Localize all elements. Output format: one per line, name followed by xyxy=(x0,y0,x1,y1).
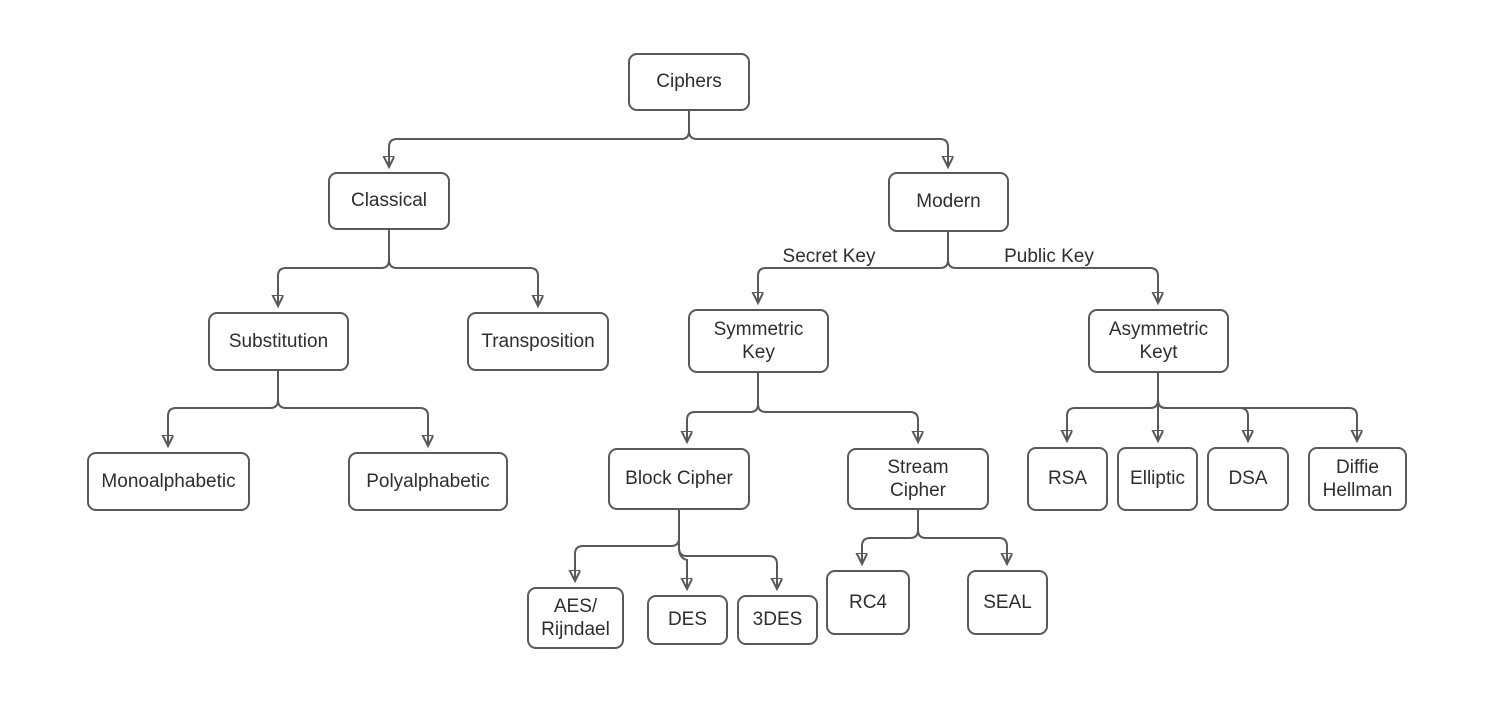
node-transposition: Transposition xyxy=(467,312,609,371)
edge-substitution-polyalphabetic xyxy=(277,371,428,445)
edge-symmetric-stream-cipher xyxy=(757,373,918,441)
edge-modern-asymmetric-keyt xyxy=(947,232,1158,302)
edge-block-3des xyxy=(678,510,777,588)
node-stream-cipher: Stream Cipher xyxy=(847,448,989,510)
edge-symmetric-block-cipher xyxy=(687,373,759,441)
node-monoalphabetic: Monoalphabetic xyxy=(87,452,250,511)
edge-asymmetric-rsa xyxy=(1067,373,1159,440)
node-elliptic: Elliptic xyxy=(1117,447,1198,511)
node-rsa: RSA xyxy=(1027,447,1108,511)
node-rc4: RC4 xyxy=(826,570,910,635)
node-symmetric-key: Symmetric Key xyxy=(688,309,829,373)
node-dsa: DSA xyxy=(1207,447,1289,511)
edge-stream-rc4 xyxy=(862,510,919,563)
node-polyalphabetic: Polyalphabetic xyxy=(348,452,508,511)
edge-stream-seal xyxy=(917,510,1007,563)
edge-substitution-monoalphabetic xyxy=(168,371,279,445)
node-des: DES xyxy=(647,595,728,645)
node-diffie-hellman: Diffie Hellman xyxy=(1308,447,1407,511)
edge-classical-transposition xyxy=(388,230,538,305)
edge-ciphers-modern xyxy=(688,111,948,166)
node-block-cipher: Block Cipher xyxy=(608,448,750,510)
edge-ciphers-classical xyxy=(389,111,690,166)
edge-block-aes-rijndael xyxy=(575,510,680,580)
edge-classical-substitution xyxy=(278,230,390,305)
node-modern: Modern xyxy=(888,172,1009,232)
edge-label-public-key: Public Key xyxy=(1004,246,1094,267)
edge-asymmetric-dsa xyxy=(1157,373,1248,440)
edge-asymmetric-diffie-hellman xyxy=(1157,373,1357,440)
node-seal: SEAL xyxy=(967,570,1048,635)
node-asymmetric-keyt: Asymmetric Keyt xyxy=(1088,309,1229,373)
edge-block-des xyxy=(678,510,687,588)
node-aes-rijndael: AES/ Rijndael xyxy=(527,587,624,649)
edge-label-secret-key: Secret Key xyxy=(782,246,876,267)
node-ciphers: Ciphers xyxy=(628,53,750,111)
node-classical: Classical xyxy=(328,172,450,230)
node-3des: 3DES xyxy=(737,595,818,645)
node-substitution: Substitution xyxy=(208,312,349,371)
